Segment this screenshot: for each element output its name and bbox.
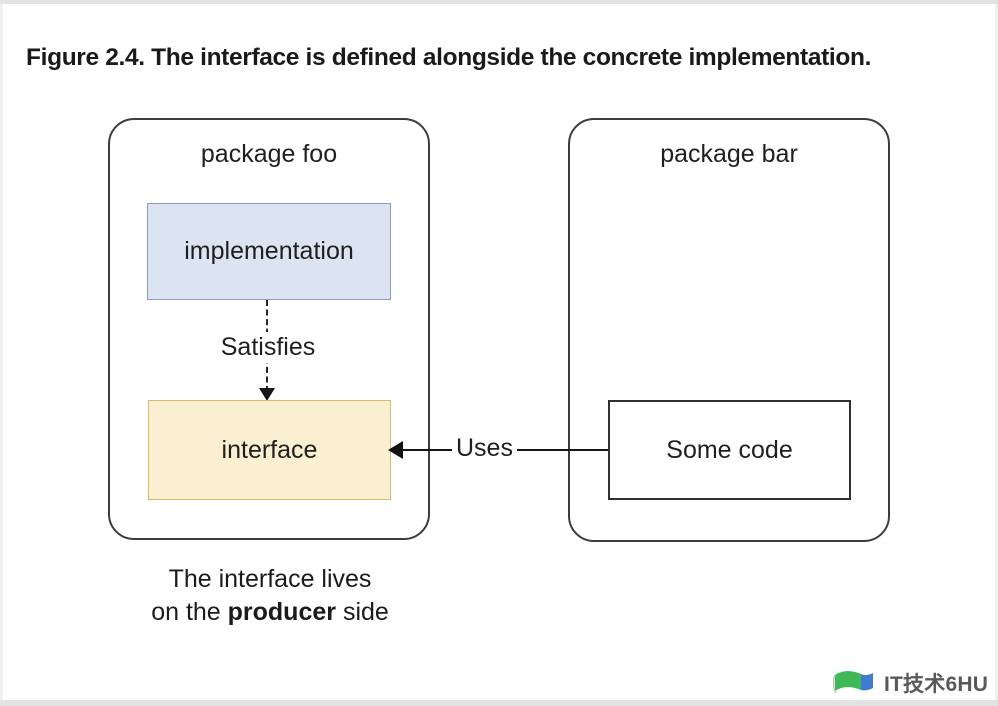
- annotation-line-2-suffix: side: [336, 598, 389, 626]
- page-top-edge: [0, 0, 998, 4]
- page-right-edge: [995, 4, 998, 700]
- package-label-bar: package bar: [660, 140, 798, 168]
- diagram-annotation: The interface lives on the producer side: [80, 563, 460, 629]
- page-left-edge: [0, 4, 3, 700]
- edge-label-satisfies: Satisfies: [168, 332, 368, 363]
- watermark: IT技术6HU: [832, 668, 988, 698]
- edge-satisfies-arrowhead-icon: [259, 388, 275, 401]
- node-implementation: implementation: [147, 203, 391, 300]
- edge-uses-arrowhead-icon: [388, 441, 403, 459]
- node-interface: interface: [148, 400, 391, 500]
- figure-title: Figure 2.4. The interface is defined alo…: [26, 44, 872, 71]
- watermark-flag-icon: [832, 669, 878, 697]
- annotation-line-2-emphasis: producer: [227, 598, 336, 626]
- annotation-line-2-prefix: on the: [151, 598, 228, 626]
- annotation-line-1: The interface lives: [168, 565, 372, 593]
- package-label-foo: package foo: [200, 140, 338, 168]
- page-bottom-edge: [0, 700, 998, 706]
- node-some-code: Some code: [608, 400, 851, 500]
- edge-label-uses: Uses: [452, 434, 517, 463]
- watermark-text: IT技术6HU: [884, 673, 989, 696]
